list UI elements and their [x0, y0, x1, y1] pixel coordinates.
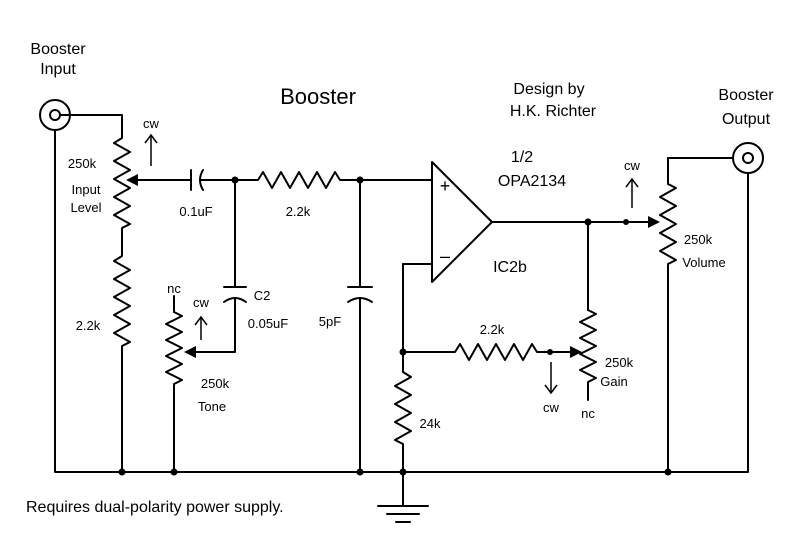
ground-resistor — [394, 351, 412, 473]
gain-pot-value: 250k — [605, 355, 634, 370]
volume-pot-value: 250k — [684, 232, 713, 247]
schematic-title: Booster — [280, 84, 356, 109]
c2-ref: C2 — [254, 288, 271, 303]
input-pot-name-1: Input — [72, 182, 101, 197]
opamp-fraction: 1/2 — [511, 149, 533, 166]
volume-pot-cw: cw — [624, 158, 641, 173]
tone-pot — [165, 295, 208, 473]
volume-pot — [587, 157, 677, 473]
input-coupling-capacitor — [174, 169, 239, 191]
gain-pot-nc: nc — [581, 406, 595, 421]
tone-pot-name: Tone — [198, 399, 226, 414]
output-jack — [667, 142, 764, 174]
opamp-plus: + — [440, 176, 451, 196]
5pf-capacitor — [347, 179, 373, 473]
design-credit-2: H.K. Richter — [510, 103, 597, 120]
input-jack-label-1: Booster — [30, 41, 86, 58]
ground-resistor-label: 24k — [420, 416, 441, 431]
input-capacitor-label: 0.1uF — [179, 204, 212, 219]
input-pot-name-2: Level — [70, 200, 101, 215]
footnote: Requires dual-polarity power supply. — [26, 499, 284, 516]
input-level-pot — [113, 129, 176, 473]
series-resistor — [234, 171, 433, 189]
input-pot-value: 250k — [68, 156, 97, 171]
c2-value: 0.05uF — [248, 316, 289, 331]
input-pot-cw: cw — [143, 116, 160, 131]
opamp-minus: – — [440, 246, 450, 266]
opamp-part: OPA2134 — [498, 173, 566, 190]
gain-pot — [544, 221, 597, 401]
tone-pot-cw: cw — [193, 295, 210, 310]
gain-pot-name: Gain — [600, 374, 627, 389]
output-jack-label-2: Output — [722, 111, 771, 128]
opamp-ref: IC2b — [493, 259, 527, 276]
ground-bus — [54, 129, 749, 476]
design-credit-1: Design by — [513, 81, 584, 98]
5pf-capacitor-label: 5pF — [319, 314, 341, 329]
feedback-resistor — [402, 343, 582, 361]
input-jack-label-2: Input — [40, 61, 76, 78]
volume-pot-name: Volume — [682, 255, 725, 270]
tone-pot-value: 250k — [201, 376, 230, 391]
series-resistor-label: 2.2k — [286, 204, 311, 219]
input-jack — [39, 99, 123, 131]
input-resistor-label: 2.2k — [76, 318, 101, 333]
gain-pot-cw: cw — [543, 400, 560, 415]
c2-capacitor — [204, 179, 247, 353]
output-jack-label-1: Booster — [718, 87, 774, 104]
ground-symbol — [377, 471, 429, 523]
tone-pot-nc: nc — [167, 281, 181, 296]
feedback-resistor-label: 2.2k — [480, 322, 505, 337]
